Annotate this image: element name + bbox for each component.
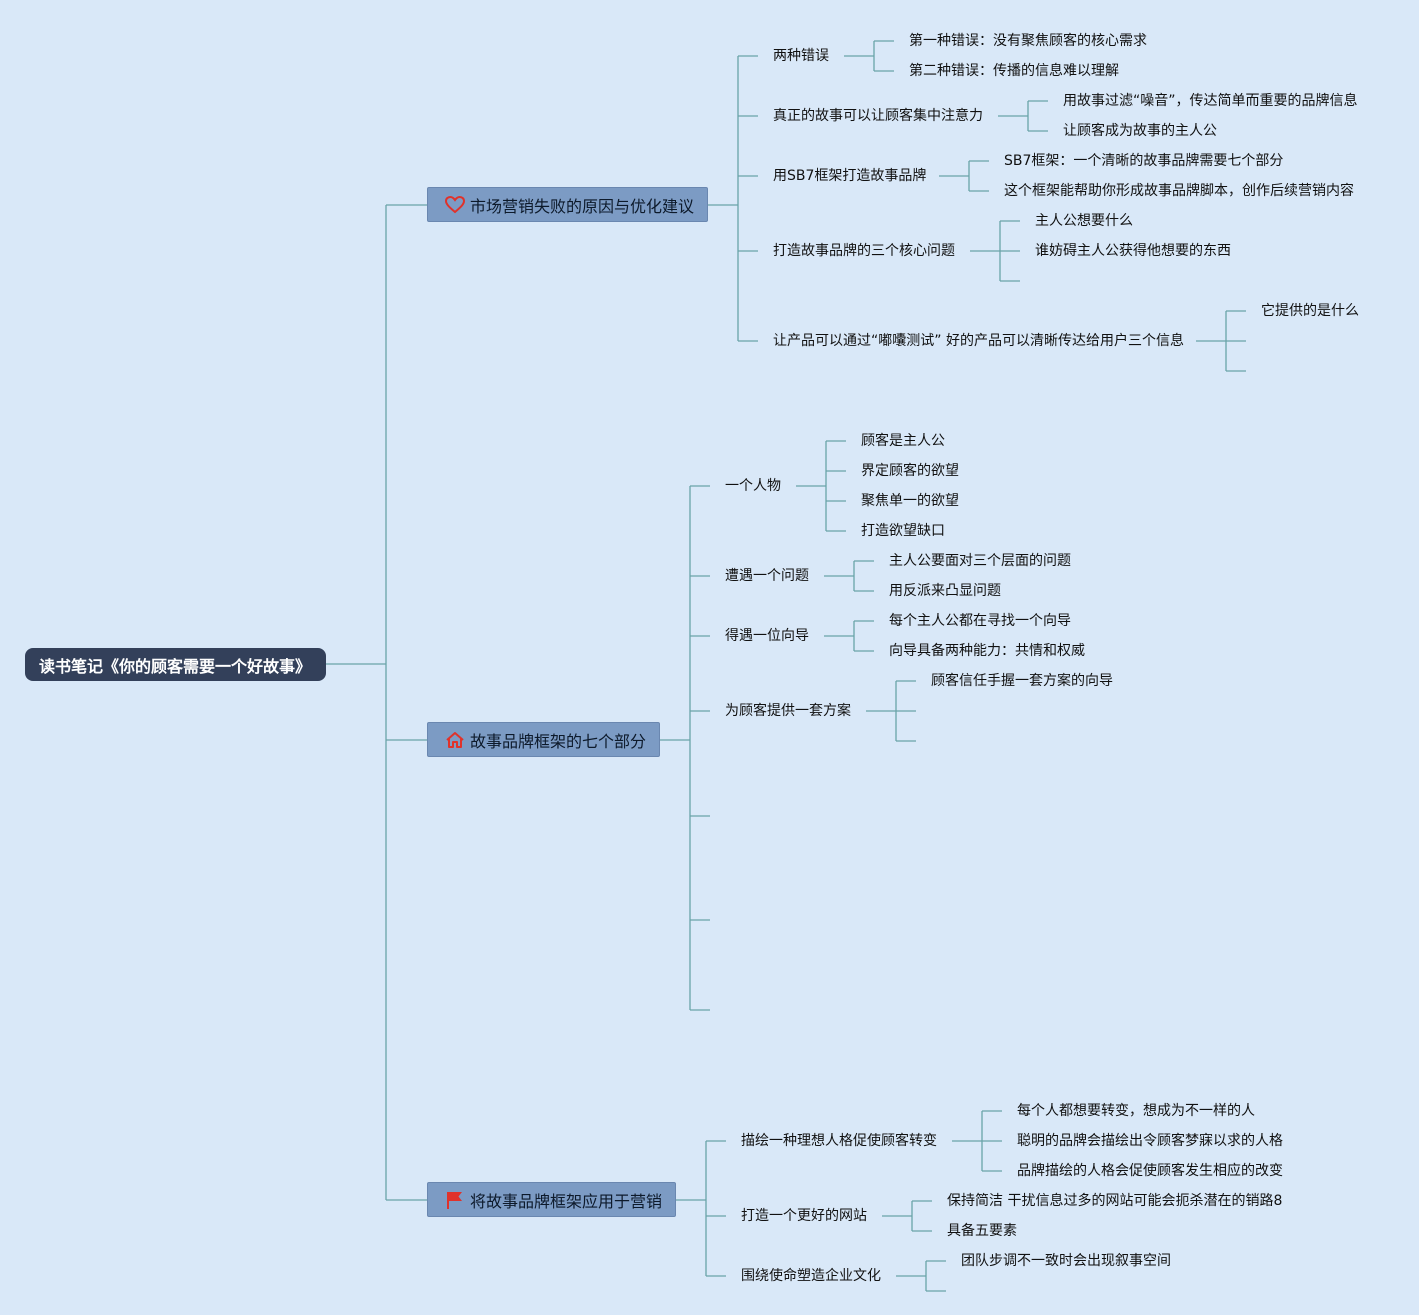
heart-icon <box>444 194 466 216</box>
leaf-topic[interactable]: 每个主人公都在寻找一个向导 <box>889 613 1071 629</box>
subtopic[interactable]: 遭遇一个问题 <box>725 568 809 584</box>
leaf-topic[interactable]: 聪明的品牌会描绘出令顾客梦寐以求的人格 <box>1017 1133 1283 1149</box>
leaf-topic[interactable]: 具备五要素 <box>947 1223 1017 1239</box>
branch-apply-marketing[interactable]: 将故事品牌框架应用于营销 <box>427 1182 676 1217</box>
leaf-topic[interactable]: 每个人都想要转变，想成为不一样的人 <box>1017 1103 1255 1119</box>
leaf-topic[interactable]: 用故事过滤“噪音”，传达简单而重要的品牌信息 <box>1063 93 1358 109</box>
branch-label: 将故事品牌框架应用于营销 <box>470 1191 663 1211</box>
subtopic[interactable]: 两种错误 <box>773 48 829 64</box>
leaf-topic[interactable]: 用反派来凸显问题 <box>889 583 1001 599</box>
leaf-topic[interactable]: 它提供的是什么 <box>1261 303 1359 319</box>
root-topic-label: 读书笔记《你的顾客需要一个好故事》 <box>39 656 312 676</box>
subtopic[interactable]: 真正的故事可以让顾客集中注意力 <box>773 108 983 124</box>
leaf-topic[interactable]: 主人公想要什么 <box>1035 213 1133 229</box>
branch-label: 故事品牌框架的七个部分 <box>470 731 647 751</box>
leaf-topic[interactable]: 保持简洁 干扰信息过多的网站可能会扼杀潜在的销路8 <box>947 1193 1283 1209</box>
branch-label: 市场营销失败的原因与优化建议 <box>470 196 695 216</box>
subtopic[interactable]: 为顾客提供一套方案 <box>725 703 851 719</box>
subtopic[interactable]: 一个人物 <box>725 478 781 494</box>
subtopic[interactable]: 打造故事品牌的三个核心问题 <box>773 243 955 259</box>
leaf-topic[interactable]: 顾客是主人公 <box>861 433 945 449</box>
home-icon <box>444 729 466 751</box>
subtopic[interactable]: 围绕使命塑造企业文化 <box>741 1268 881 1284</box>
leaf-topic[interactable]: 团队步调不一致时会出现叙事空间 <box>961 1253 1171 1269</box>
root-topic[interactable]: 读书笔记《你的顾客需要一个好故事》 <box>25 648 326 681</box>
leaf-topic[interactable]: 第二种错误：传播的信息难以理解 <box>909 63 1119 79</box>
leaf-topic[interactable]: 这个框架能帮助你形成故事品牌脚本，创作后续营销内容 <box>1004 183 1354 199</box>
leaf-topic[interactable]: 让顾客成为故事的主人公 <box>1063 123 1217 139</box>
leaf-topic[interactable]: 打造欲望缺口 <box>861 523 945 539</box>
leaf-topic[interactable]: 谁妨碍主人公获得他想要的东西 <box>1035 243 1231 259</box>
leaf-topic[interactable]: 界定顾客的欲望 <box>861 463 959 479</box>
leaf-topic[interactable]: 品牌描绘的人格会促使顾客发生相应的改变 <box>1017 1163 1283 1179</box>
leaf-topic[interactable]: 顾客信任手握一套方案的向导 <box>931 673 1113 689</box>
subtopic[interactable]: 用SB7框架打造故事品牌 <box>773 168 927 184</box>
branch-seven-parts[interactable]: 故事品牌框架的七个部分 <box>427 722 660 757</box>
branch-market-failure[interactable]: 市场营销失败的原因与优化建议 <box>427 187 708 222</box>
subtopic[interactable]: 让产品可以通过“嘟囔测试” 好的产品可以清晰传达给用户三个信息 <box>773 333 1184 349</box>
subtopic[interactable]: 打造一个更好的网站 <box>741 1208 867 1224</box>
leaf-topic[interactable]: 聚焦单一的欲望 <box>861 493 959 509</box>
leaf-topic[interactable]: SB7框架：一个清晰的故事品牌需要七个部分 <box>1004 153 1284 169</box>
leaf-topic[interactable]: 向导具备两种能力：共情和权威 <box>889 643 1085 659</box>
leaf-topic[interactable]: 第一种错误：没有聚焦顾客的核心需求 <box>909 33 1147 49</box>
leaf-topic[interactable]: 主人公要面对三个层面的问题 <box>889 553 1071 569</box>
subtopic[interactable]: 描绘一种理想人格促使顾客转变 <box>741 1133 937 1149</box>
subtopic[interactable]: 得遇一位向导 <box>725 628 809 644</box>
flag-icon <box>444 1189 466 1211</box>
